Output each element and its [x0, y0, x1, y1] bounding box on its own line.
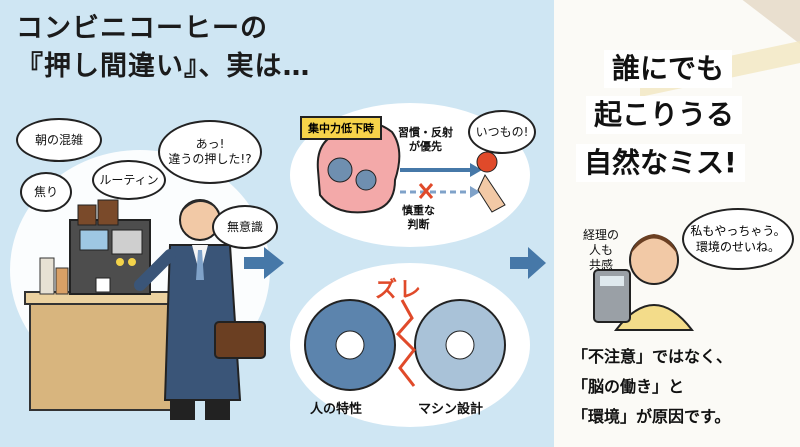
habit-priority-text: 習慣・反射 が優先 — [398, 126, 453, 153]
headline-line-2: 起こりうる — [586, 96, 743, 134]
bubble-morning-rush: 朝の混雑 — [16, 118, 102, 162]
bubble-oops: あっ! 違うの押した!? — [158, 120, 262, 184]
conclusion-line-2: 「脳の働き」と — [572, 377, 685, 396]
human-traits-label: 人の特性 — [310, 402, 363, 417]
headline-line-1: 誰にでも — [604, 50, 733, 88]
title-line-2: 『押し間違い』、実は… — [16, 51, 311, 82]
conclusion-line-3: 「環境」が原因です。 — [572, 407, 731, 426]
bubble-impatience: 焦り — [20, 172, 72, 212]
bubble-usual: いつもの! — [468, 110, 536, 154]
bubble-routine: ルーティン — [92, 160, 166, 200]
careful-judgment-text: 慎重な 判断 — [402, 204, 435, 231]
page-title: コンビニコーヒーの 『押し間違い』、実は… — [16, 10, 311, 86]
bubble-unconscious: 無意識 — [212, 205, 278, 249]
conclusion-line-1: 「不注意」ではなく、 — [572, 347, 733, 366]
headline-line-3: 自然なミス! — [576, 144, 745, 182]
accountant-empathy-label: 経理の 人も 共感 — [583, 228, 620, 272]
title-line-1: コンビニコーヒーの — [16, 13, 268, 44]
scene-illustration — [10, 103, 546, 427]
concentration-drop-label: 集中力低下時 — [300, 116, 382, 140]
accountant-illustration — [593, 234, 695, 331]
mismatch-label: ズレ — [375, 278, 424, 303]
accountant-speech-bubble: 私もやっちゃう。 環境のせいね。 — [682, 208, 794, 270]
conclusion-text: 「不注意」ではなく、 「脳の働き」と 「環境」が原因です。 — [572, 342, 732, 432]
machine-design-label: マシン設計 — [418, 402, 484, 417]
